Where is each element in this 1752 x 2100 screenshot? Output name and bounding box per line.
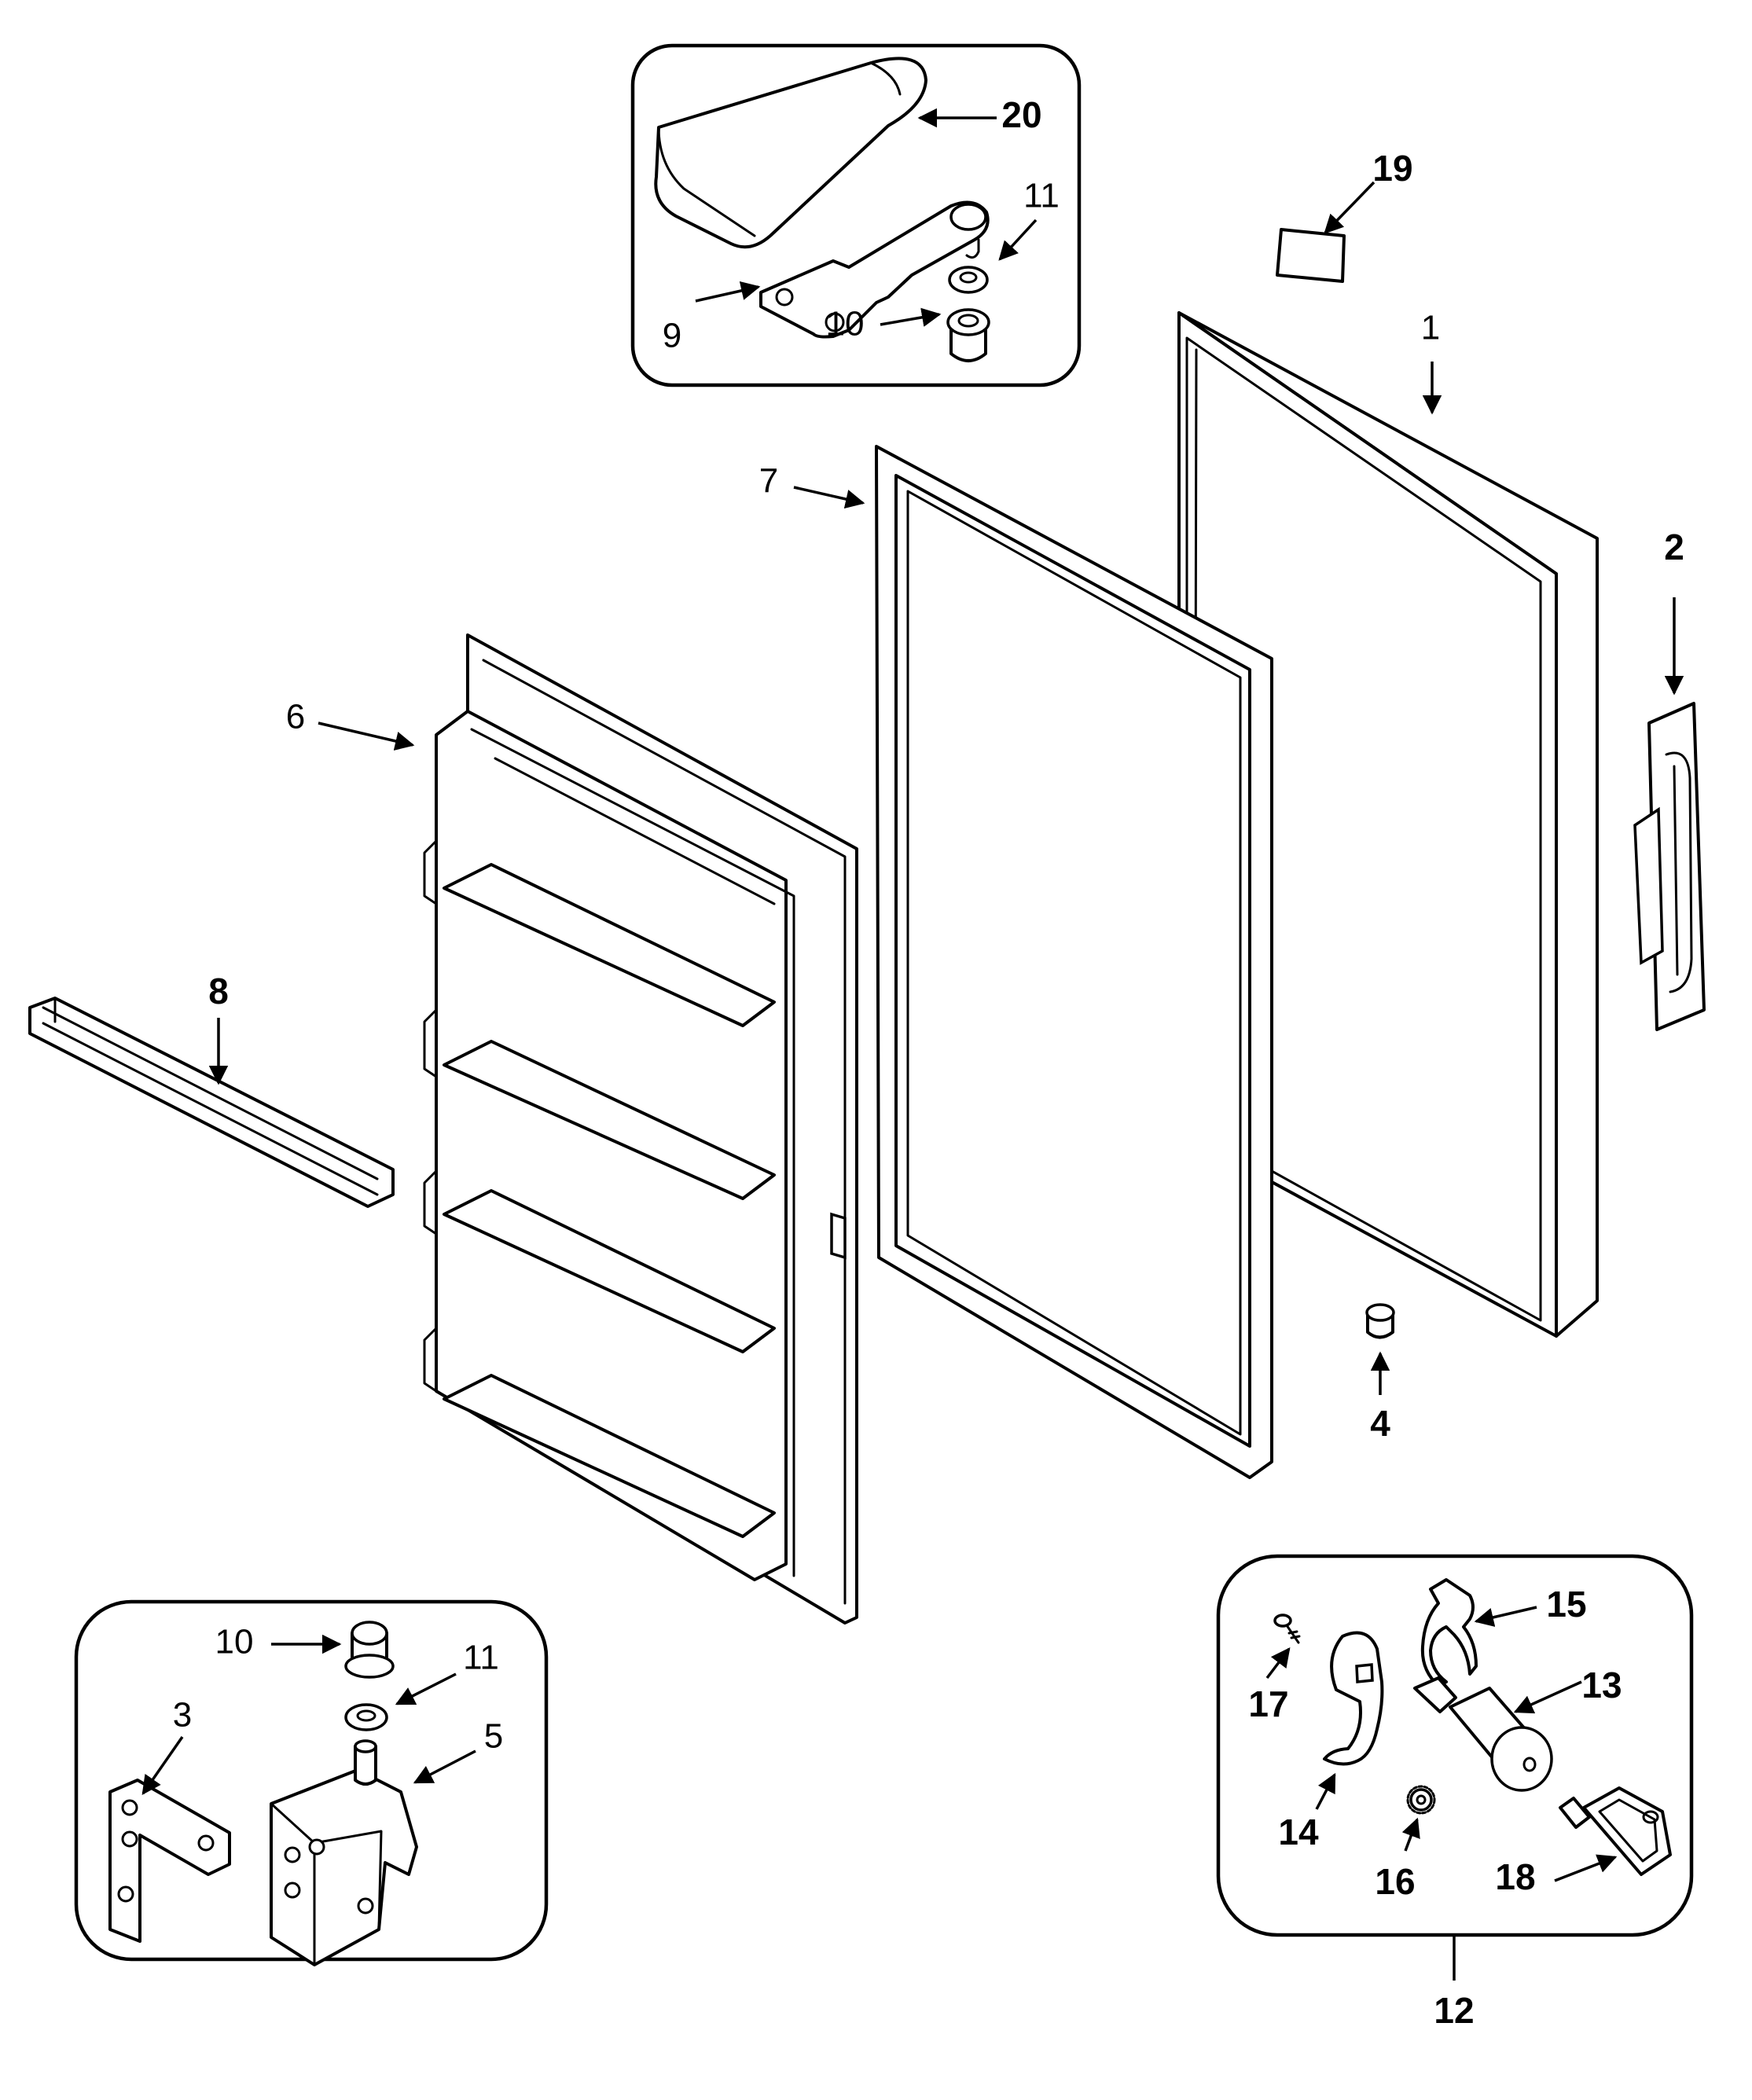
- callout-11-bottom: 11: [463, 1639, 499, 1677]
- lock-cylinder-part: [1413, 1676, 1553, 1792]
- callout-3: 3: [173, 1696, 192, 1735]
- bushing-part-top: [946, 308, 990, 362]
- door-stop-part: 4: [1365, 1303, 1395, 1444]
- top-hinge-inset: 20 11 9 10: [630, 43, 1082, 387]
- callout-9: 9: [663, 317, 681, 355]
- callout-7: 7: [759, 462, 778, 501]
- callout-2: 2: [1664, 527, 1684, 567]
- callout-10-top: 10: [826, 305, 865, 343]
- callout-20: 20: [1001, 94, 1041, 135]
- washer-part-top: [948, 266, 989, 294]
- washer-part-bottom: [344, 1703, 388, 1731]
- door-rail-part: 8: [28, 971, 395, 1208]
- hinge-cover-part: [654, 57, 927, 249]
- callout-8: 8: [208, 971, 229, 1011]
- hinge-pin-part: [270, 1739, 418, 1966]
- hinge-plate-part: [759, 200, 990, 339]
- callout-11-top: 11: [1023, 177, 1060, 215]
- callout-15: 15: [1546, 1584, 1586, 1625]
- callout-10-bottom: 10: [215, 1623, 254, 1661]
- lock-assembly-inset: 15 13 17 14 16 18 12: [1216, 1554, 1694, 2031]
- bushing-part-bottom: [344, 1621, 395, 1679]
- callout-13: 13: [1581, 1665, 1622, 1705]
- callout-16: 16: [1375, 1861, 1415, 1902]
- lock-key-part: [1559, 1786, 1672, 1876]
- lock-clip-part: [1420, 1578, 1478, 1687]
- callout-18: 18: [1495, 1856, 1535, 1897]
- callout-12: 12: [1434, 1990, 1474, 2031]
- callout-14: 14: [1278, 1812, 1319, 1852]
- screw-part: [1273, 1614, 1301, 1644]
- lock-washer-part: [1406, 1785, 1436, 1815]
- hinge-bracket-part: [108, 1779, 231, 1943]
- bottom-hinge-inset: 10 11 3 5: [74, 1599, 549, 1966]
- callout-6: 6: [286, 698, 305, 736]
- door-gasket-part: 7: [759, 445, 1273, 1479]
- callout-1: 1: [1421, 309, 1440, 347]
- callout-4: 4: [1370, 1403, 1390, 1444]
- callout-17: 17: [1248, 1683, 1288, 1724]
- callout-19: 19: [1372, 148, 1412, 189]
- callout-5: 5: [484, 1717, 503, 1756]
- inner-door-liner-part: 6: [286, 633, 858, 1625]
- label-part: 19: [1276, 148, 1413, 283]
- lock-cam-part: [1323, 1631, 1384, 1766]
- door-handle-part: 2: [1633, 527, 1706, 1031]
